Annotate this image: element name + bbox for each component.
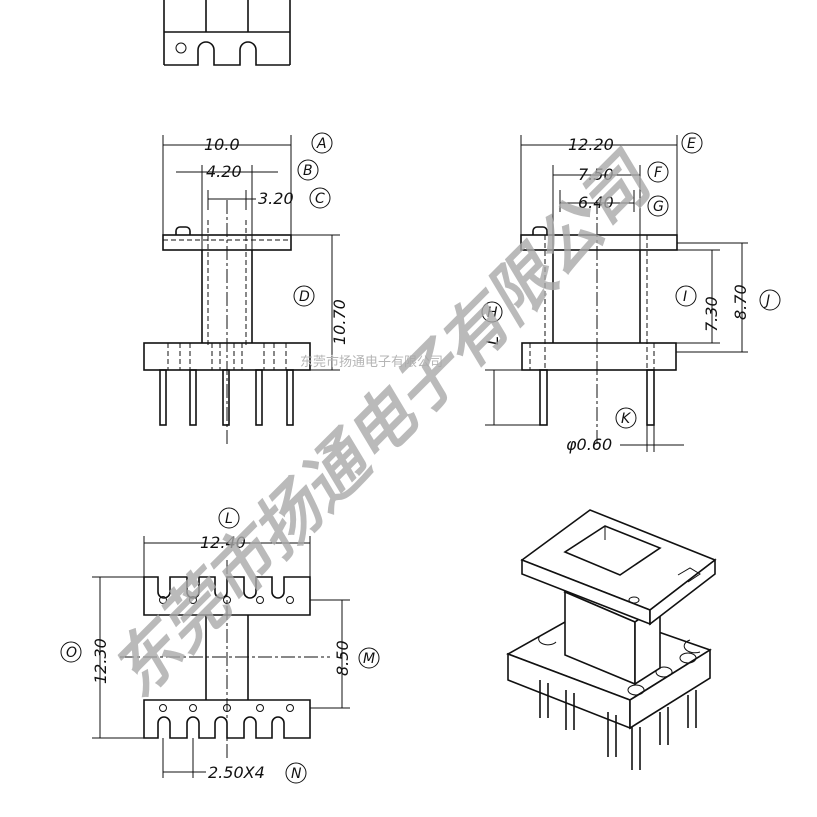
svg-text:E: E	[687, 136, 696, 152]
dim-a-value: 10.0	[204, 135, 240, 154]
dim-k-value: φ0.60	[566, 435, 612, 454]
isometric-view	[506, 509, 717, 770]
label-f-marker: F	[647, 161, 669, 183]
svg-text:H: H	[487, 305, 498, 321]
label-n-marker: N	[285, 762, 307, 784]
label-m-marker: M	[358, 647, 380, 669]
dim-d-value: 10.70	[330, 299, 349, 345]
reference-labels: A B C D E F G H I J K L M N O	[60, 132, 781, 784]
top-partial-view	[163, 0, 291, 66]
front-view	[143, 135, 340, 445]
label-i-marker: I	[675, 285, 697, 307]
dim-g-value: 6.40	[578, 193, 614, 212]
dim-b-value: 4.20	[206, 162, 242, 181]
dim-h-value: L	[483, 336, 502, 345]
svg-text:D: D	[299, 289, 310, 305]
dim-f-value: 7.50	[578, 165, 614, 184]
dim-o-value: 12.30	[91, 638, 110, 684]
svg-text:G: G	[653, 199, 664, 215]
dim-i-value: 7.30	[702, 296, 721, 332]
svg-text:M: M	[363, 651, 375, 667]
svg-text:J: J	[763, 293, 770, 309]
bottom-view	[92, 536, 350, 778]
label-g-marker: G	[647, 195, 669, 217]
dim-m-value: 8.50	[333, 640, 352, 676]
dim-e-value: 12.20	[568, 135, 614, 154]
label-e-marker: E	[681, 132, 703, 154]
label-c-marker: C	[309, 187, 331, 209]
svg-text:L: L	[225, 511, 233, 527]
svg-text:B: B	[303, 163, 313, 179]
label-o-marker: O	[60, 641, 82, 663]
label-k-marker: K	[615, 407, 637, 429]
dim-l-value: 12.40	[200, 533, 246, 552]
svg-text:O: O	[66, 645, 77, 661]
label-h-marker: H	[481, 301, 503, 323]
svg-text:K: K	[621, 411, 632, 427]
dim-n-value: 2.50X4	[208, 763, 265, 782]
label-b-marker: B	[297, 159, 319, 181]
svg-text:I: I	[683, 289, 687, 305]
label-l-marker: L	[218, 507, 240, 529]
label-j-marker: J	[759, 289, 781, 311]
small-watermark: 东莞市扬通电子有限公司	[300, 354, 443, 370]
dim-j-value: 8.70	[731, 284, 750, 320]
label-a-marker: A	[311, 132, 333, 154]
dim-c-value: 3.20	[258, 189, 294, 208]
svg-text:A: A	[316, 136, 327, 152]
svg-text:N: N	[291, 766, 302, 782]
svg-text:F: F	[654, 165, 663, 181]
label-d-marker: D	[293, 285, 315, 307]
side-view	[485, 135, 748, 452]
svg-text:C: C	[315, 191, 325, 207]
